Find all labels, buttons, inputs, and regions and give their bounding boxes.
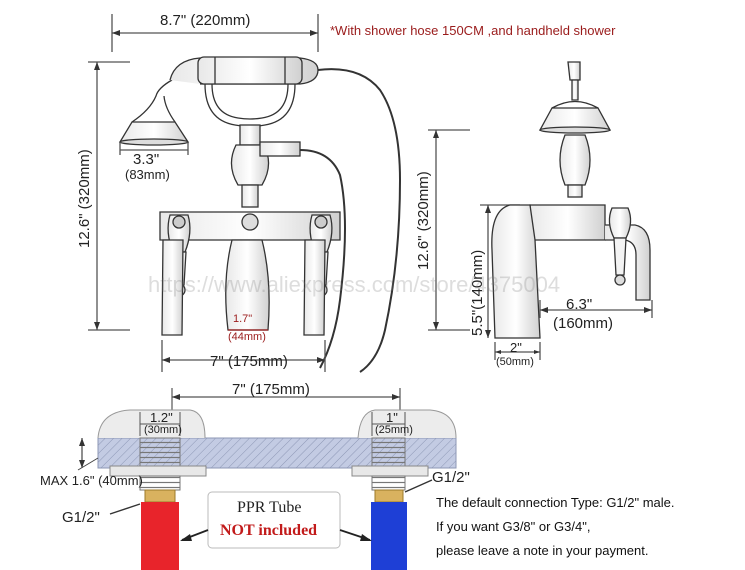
g-thread-right: G1/2" xyxy=(432,469,470,486)
right-height-label: 12.6" (320mm) xyxy=(415,171,432,270)
g-thread-left: G1/2" xyxy=(62,509,100,526)
side-reach-in: 6.3" xyxy=(566,296,593,313)
overall-width-label: 8.7" (220mm) xyxy=(160,12,251,29)
head-diameter-in: 3.3" xyxy=(133,151,160,168)
ppr-tube-title: PPR Tube xyxy=(237,499,302,516)
right-leg-in: 1" xyxy=(386,410,398,425)
connection-note-line1: The default connection Type: G1/2" male. xyxy=(436,495,675,510)
connection-note-line2: If you want G3/8" or G3/4", xyxy=(436,519,591,534)
left-leg-in: 1.2" xyxy=(150,410,173,425)
store-watermark: https://www.aliexpress.com/store/4375004 xyxy=(148,272,561,297)
ppr-not-included: NOT included xyxy=(220,522,318,539)
side-reach-mm: (160mm) xyxy=(553,315,614,332)
top-center-label: 7" (175mm) xyxy=(210,353,288,370)
side-base-in: 2" xyxy=(510,340,522,355)
bottom-center-label: 7" (175mm) xyxy=(232,381,310,398)
side-base-mm: (50mm) xyxy=(496,356,534,368)
hose-note: *With shower hose 150CM ,and handheld sh… xyxy=(330,23,616,38)
spout-length-in: 1.7" xyxy=(233,313,253,325)
max-deck-thickness: MAX 1.6" (40mm) xyxy=(40,473,143,488)
right-leg-mm: (25mm) xyxy=(375,424,413,436)
left-height-label: 12.6" (320mm) xyxy=(76,149,93,248)
head-diameter-mm: (83mm) xyxy=(125,167,170,182)
spout-length-mm: (44mm) xyxy=(228,331,266,343)
connection-note-line3: please leave a note in your payment. xyxy=(436,543,649,558)
left-leg-mm: (30mm) xyxy=(144,424,182,436)
